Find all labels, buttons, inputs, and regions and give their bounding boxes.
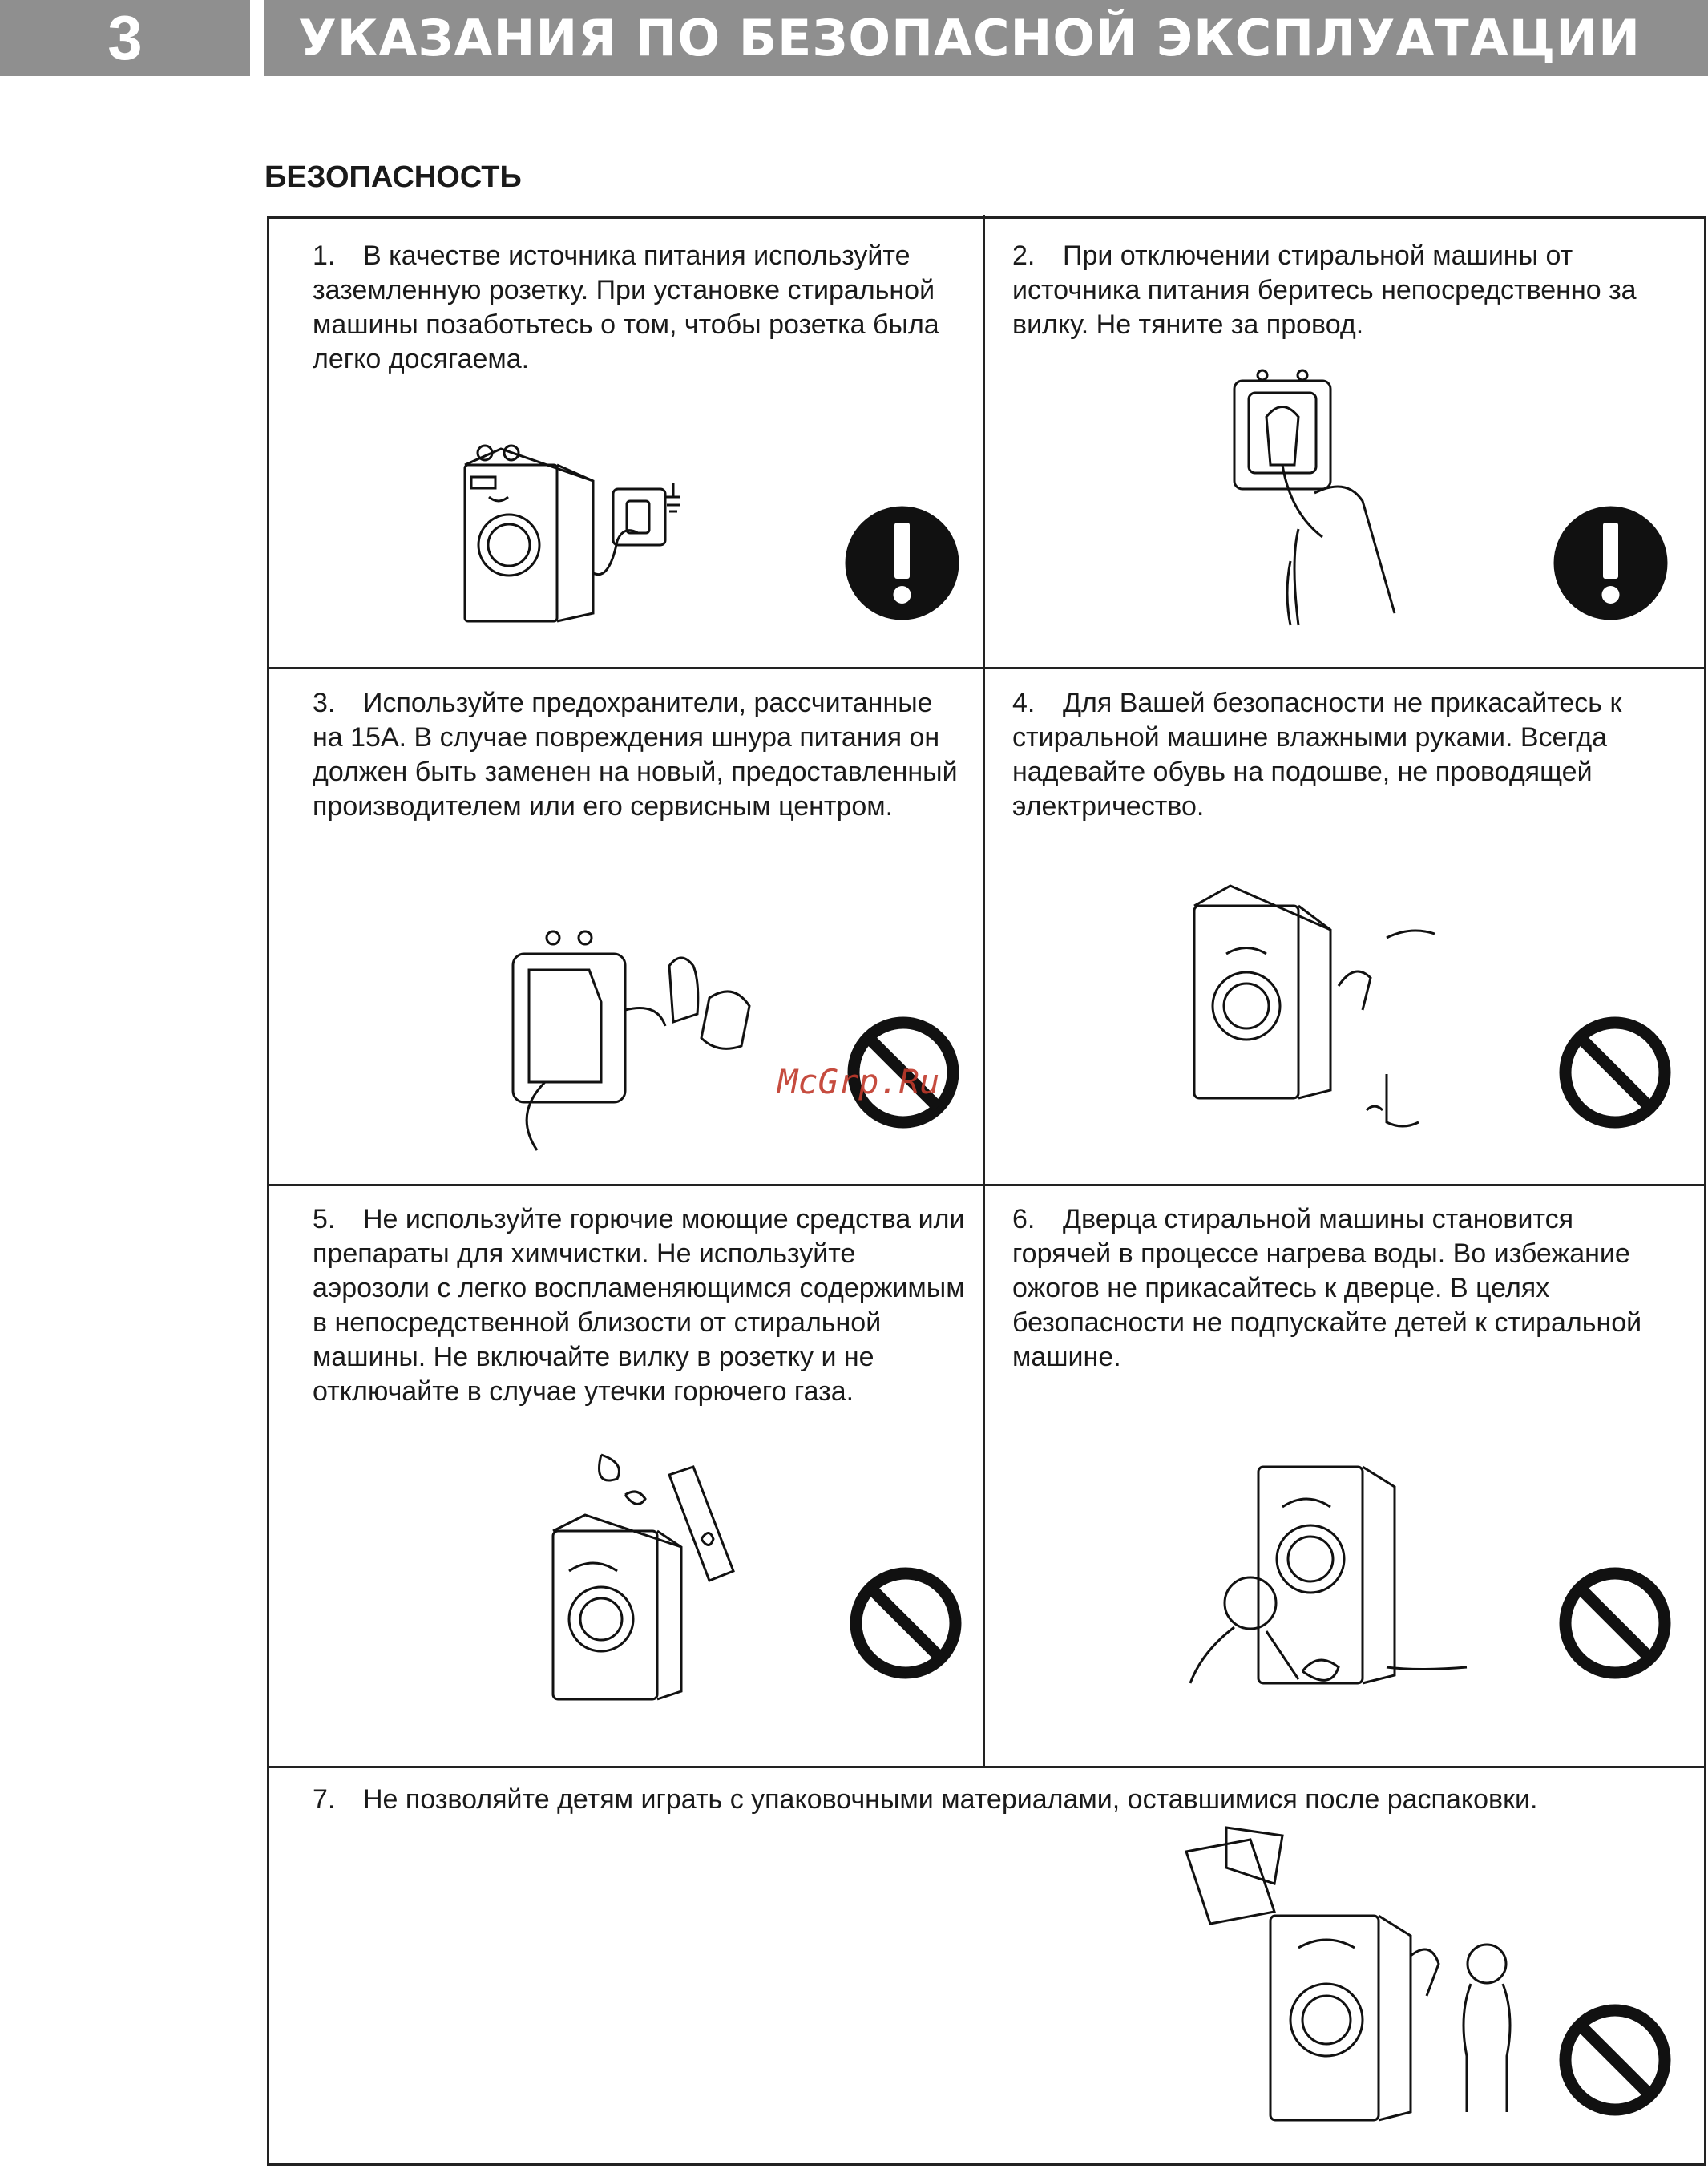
exclamation-icon	[1553, 506, 1668, 620]
aerosol-washer-illustration	[551, 1453, 735, 1701]
watermark: McGrp.Ru	[777, 1062, 940, 1101]
outlet-fuse-illustration	[511, 930, 751, 1151]
item-number: 7.	[313, 1784, 336, 1815]
safety-item-5: 5.Не используйте горючие моющие средства…	[313, 1202, 970, 1409]
table-divider-row-1	[267, 667, 1706, 669]
item-text: Не позволяйте детям играть с упаковочным…	[363, 1784, 1538, 1815]
safety-item-1: 1.В качестве источника питания используй…	[313, 239, 970, 377]
safety-item-7: 7. Не позволяйте детям играть с упаковочн…	[313, 1783, 1675, 1817]
item-number: 3.	[313, 688, 336, 718]
chapter-title: УКАЗАНИЯ ПО БЕЗОПАСНОЙ ЭКСПЛУАТАЦИИ	[264, 0, 1708, 76]
item-number: 5.	[313, 1204, 336, 1234]
washer-outlet-illustration	[463, 444, 680, 623]
prohibition-icon	[1559, 1016, 1671, 1129]
item-number: 1.	[313, 240, 336, 271]
item-number: 4.	[1012, 688, 1036, 718]
safety-table	[267, 216, 1706, 2166]
prohibition-icon	[847, 1016, 959, 1129]
exclamation-icon	[845, 506, 959, 620]
unplugging-illustration	[1233, 369, 1396, 626]
prohibition-icon	[850, 1567, 962, 1679]
item-number: 2.	[1012, 240, 1036, 271]
item-text: Не используйте горючие моющие средства и…	[313, 1204, 965, 1407]
table-divider-vertical	[983, 215, 985, 1767]
item-text: В качестве источника питания используйте…	[313, 240, 939, 374]
table-divider-row-3	[267, 1766, 1706, 1768]
table-divider-row-2	[267, 1184, 1706, 1186]
item-number: 6.	[1012, 1204, 1036, 1234]
item-text: При отключении стиральной машины от исто…	[1012, 240, 1637, 340]
item-text: Используйте предохранители, рассчитанные…	[313, 688, 958, 822]
packaging-child-illustration	[1185, 1826, 1512, 2122]
chapter-number: 3	[0, 0, 250, 76]
safety-item-3: 3.Используйте предохранители, рассчитанн…	[313, 686, 970, 824]
safety-item-2: 2.При отключении стиральной машины от ис…	[1012, 239, 1678, 342]
child-near-door-illustration	[1189, 1465, 1468, 1685]
safety-item-6: 6.Дверца стиральной машины становится го…	[1012, 1202, 1678, 1375]
item-text: Дверца стиральной машины становится горя…	[1012, 1204, 1642, 1372]
wet-hands-illustration	[1193, 884, 1435, 1128]
prohibition-icon	[1559, 2004, 1671, 2116]
prohibition-icon	[1559, 1567, 1671, 1679]
item-text: Для Вашей безопасности не прикасайтесь к…	[1012, 688, 1622, 822]
safety-item-4: 4.Для Вашей безопасности не прикасайтесь…	[1012, 686, 1678, 824]
section-title: БЕЗОПАСНОСТЬ	[264, 160, 522, 194]
